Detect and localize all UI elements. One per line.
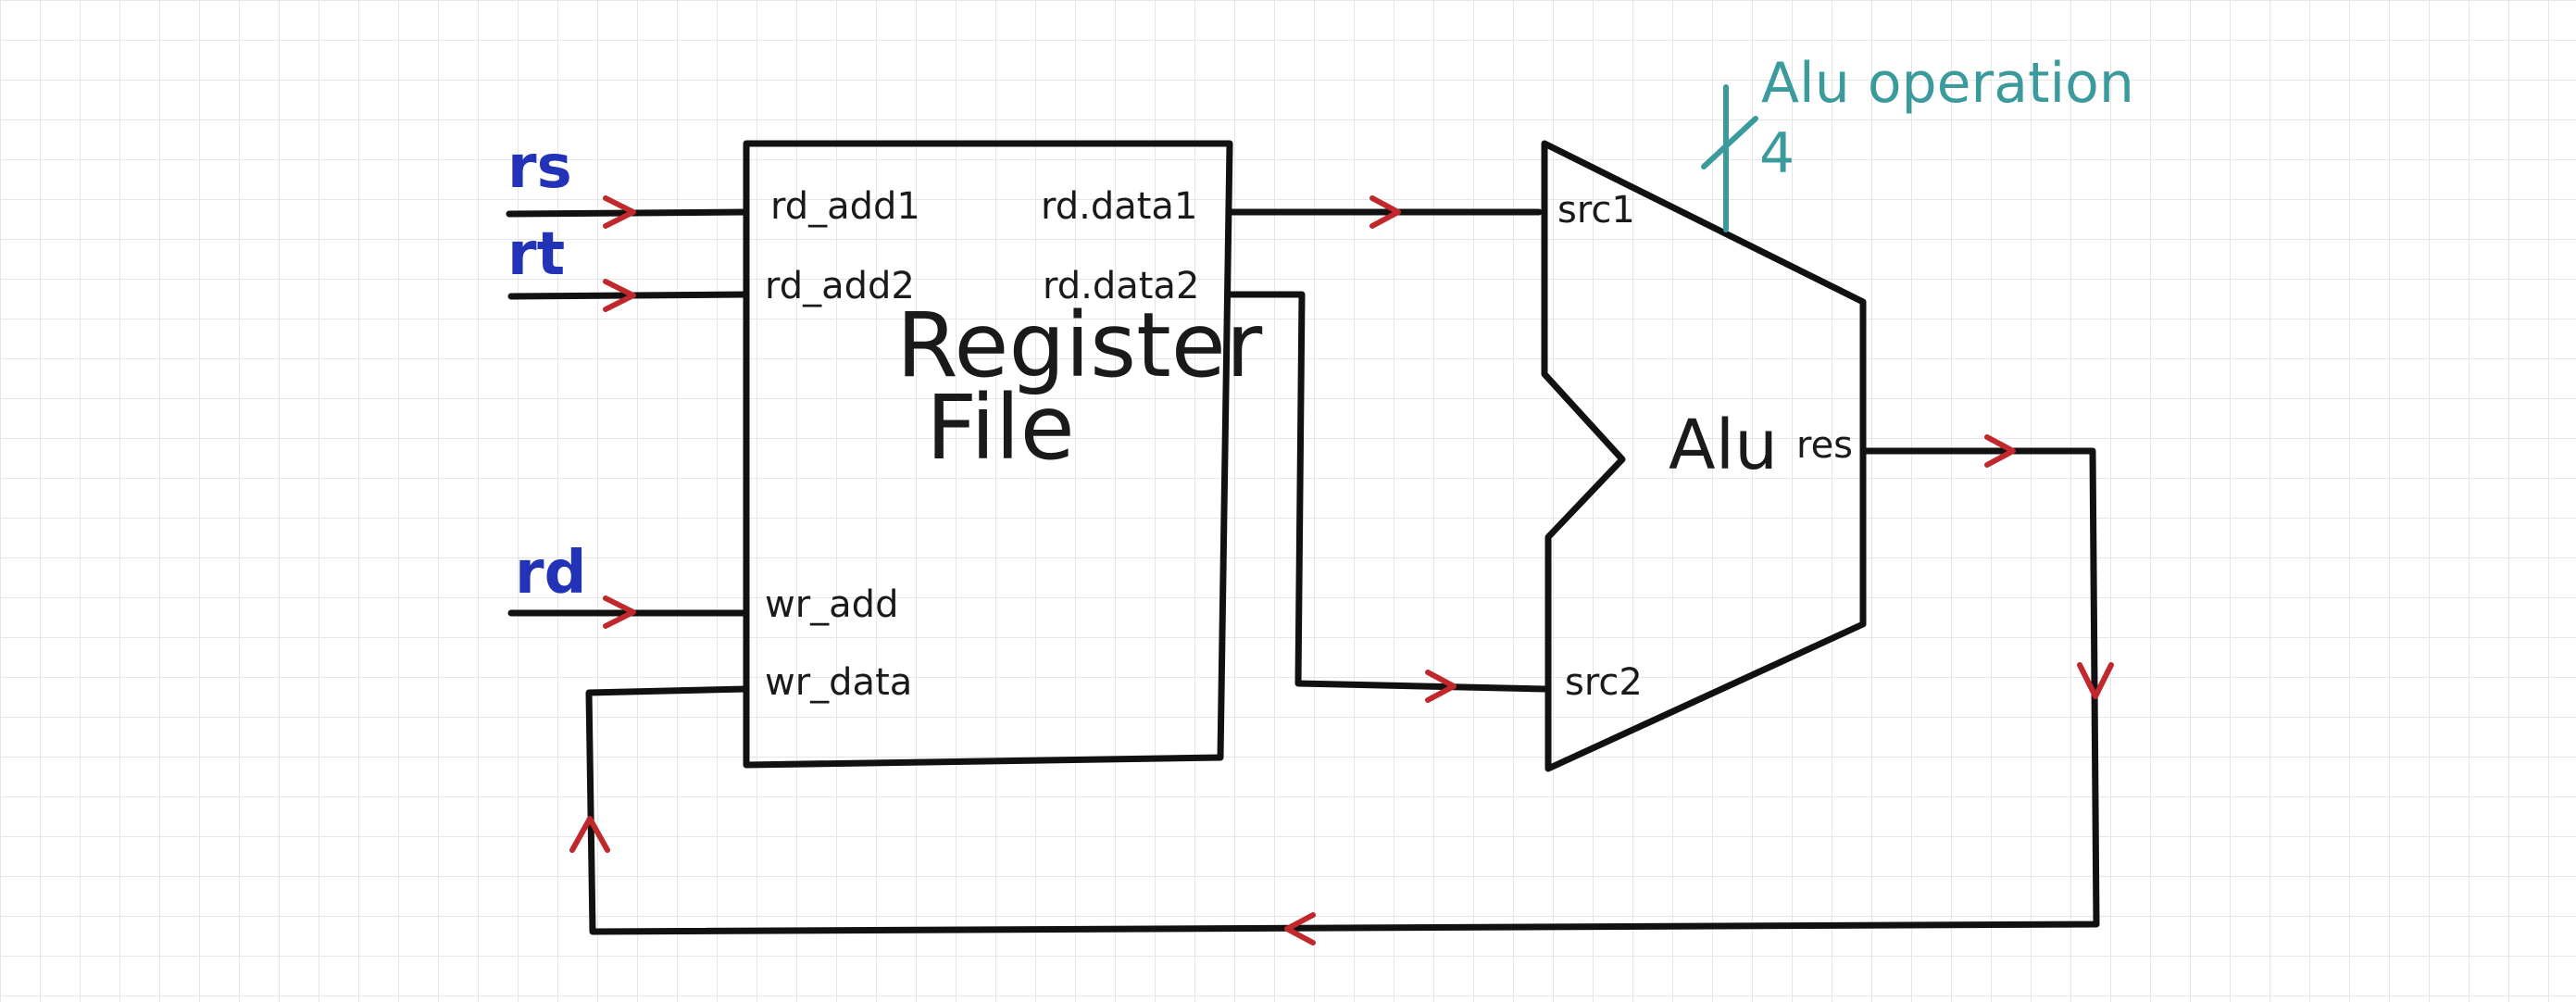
- alu-port-src2: src2: [1565, 661, 1643, 704]
- arrow-feedback-left: [1284, 912, 1316, 946]
- port-wr-data: wr_data: [765, 661, 912, 704]
- wire-rd-data2-to-src2: [1226, 291, 1548, 693]
- alu-operation-label: Alu operation: [1761, 51, 2134, 116]
- port-rd-data1: rd.data1: [1041, 185, 1197, 228]
- flow-arrows: [569, 195, 2114, 946]
- alu-shape: [1541, 140, 1867, 772]
- input-label-rd: rd: [515, 539, 586, 607]
- alu-title: Alu: [1669, 406, 1778, 485]
- arrow-rd-data1: [1369, 195, 1401, 229]
- input-label-rt: rt: [507, 220, 565, 289]
- register-file-box: [743, 140, 1233, 769]
- port-rd-add2: rd_add2: [765, 265, 915, 307]
- arrow-feedback-up: [569, 816, 610, 853]
- alu-operation-width-slash: [1701, 116, 1758, 169]
- port-rd-add1: rd_add1: [770, 185, 920, 228]
- arrow-rt: [603, 279, 636, 312]
- alu: Alu src1 src2 res: [1541, 140, 1867, 772]
- port-wr-add: wr_add: [765, 583, 898, 626]
- arrow-rs: [603, 195, 636, 229]
- arrow-rd-data2: [1425, 670, 1457, 703]
- input-label-rs: rs: [507, 133, 572, 202]
- register-file: Register File rd_add1 rd_add2 wr_add wr_…: [743, 140, 1263, 769]
- alu-port-src1: src1: [1557, 189, 1635, 232]
- arrow-alu-res: [1984, 434, 2016, 468]
- arrow-feedback-down: [2077, 662, 2114, 699]
- alu-port-res: res: [1796, 424, 1853, 467]
- alu-operation-width: 4: [1759, 121, 1794, 186]
- port-rd-data2: rd.data2: [1043, 265, 1199, 307]
- register-file-title-line1: Register: [896, 294, 1263, 397]
- alu-operation-control: Alu operation 4: [1701, 51, 2134, 232]
- arrow-rd: [603, 595, 636, 629]
- wire-alu-res-feedback: [585, 447, 2100, 935]
- register-file-title-line2: File: [926, 376, 1075, 480]
